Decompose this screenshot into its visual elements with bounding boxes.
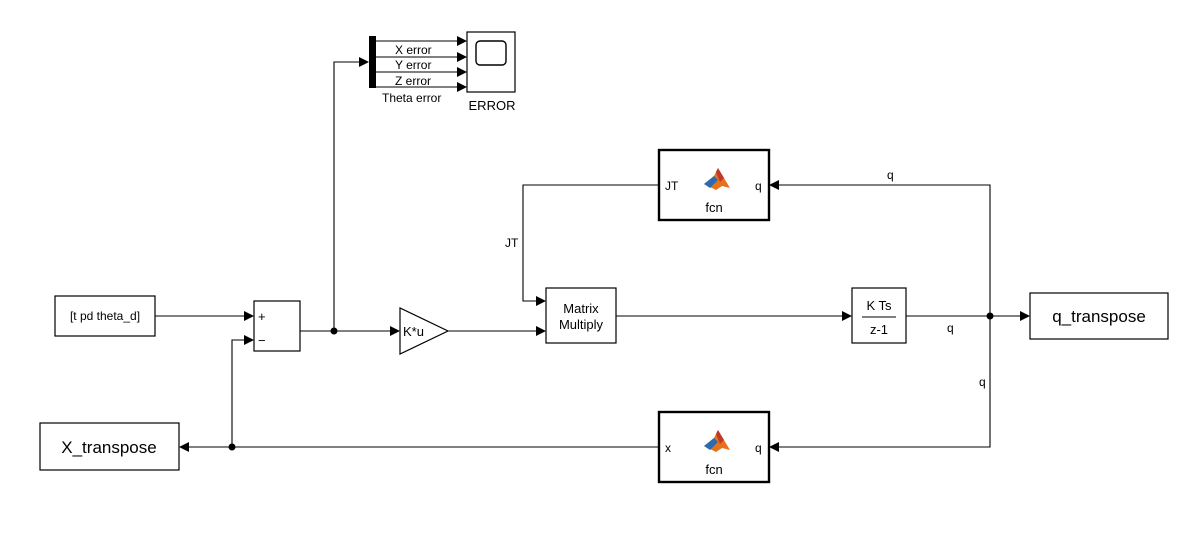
arrow-scope-4 — [457, 82, 467, 92]
arrow-sum-minus — [244, 335, 254, 345]
fcn-jt-in-port: q — [755, 179, 762, 193]
integrator-numerator: K Ts — [866, 298, 892, 313]
arrow-scope-3 — [457, 67, 467, 77]
arrow-fcn-jt-in — [769, 180, 779, 190]
sum-block[interactable]: + − — [253, 300, 301, 352]
fcn-x-block[interactable]: fcn x q — [657, 410, 771, 484]
matrix-multiply-block[interactable]: Matrix Multiply — [545, 287, 617, 344]
arrow-mm-in2 — [536, 326, 546, 336]
sum-minus-sign: − — [258, 333, 266, 348]
arrow-integrator-in — [842, 311, 852, 321]
fcn-jt-block[interactable]: fcn JT q — [657, 148, 771, 222]
x-transpose-label: X_transpose — [61, 438, 156, 457]
integrator-denominator: z-1 — [870, 322, 888, 337]
matlab-logo-icon — [704, 168, 730, 190]
q-transpose-label: q_transpose — [1052, 307, 1146, 326]
arrow-mm-in1 — [536, 296, 546, 306]
wire-q-to-fcn-jt — [777, 184, 991, 316]
q-transpose-block[interactable]: q_transpose — [1029, 292, 1169, 340]
sum-plus-sign: + — [258, 309, 266, 324]
scope-screen-icon — [475, 40, 507, 66]
arrow-fcn-x-in — [769, 442, 779, 452]
x-transpose-block[interactable]: X_transpose — [39, 422, 180, 471]
matrix-multiply-line2: Multiply — [559, 317, 604, 332]
arrow-gain-in — [390, 326, 400, 336]
signal-label-q-mid: q — [947, 321, 954, 335]
fcn-x-name: fcn — [705, 462, 722, 477]
discrete-integrator-block[interactable]: K Ts z-1 — [851, 287, 907, 344]
gain-block[interactable]: K*u — [399, 307, 450, 355]
mux-signal-1: X error — [395, 43, 432, 57]
wire-error-to-mux — [333, 61, 361, 331]
signal-label-q-top: q — [887, 168, 894, 182]
arrow-xt-in — [179, 442, 189, 452]
arrow-scope-2 — [457, 52, 467, 62]
arrow-scope-1 — [457, 36, 467, 46]
signal-label-q-right: q — [979, 375, 986, 389]
arrow-sum-plus — [244, 311, 254, 321]
matlab-logo-icon — [704, 430, 730, 452]
wire-jt-to-mm — [522, 184, 659, 302]
arrow-qt-in — [1020, 311, 1030, 321]
mux-block[interactable] — [369, 36, 376, 88]
scope-label: ERROR — [469, 98, 516, 113]
fcn-x-out-port: x — [665, 441, 671, 455]
fcn-x-in-port: q — [755, 441, 762, 455]
mux-signal-4: Theta error — [382, 91, 441, 105]
signal-label-jt: JT — [505, 236, 519, 250]
fcn-jt-name: fcn — [705, 200, 722, 215]
wire-x-to-sum — [231, 339, 246, 447]
wire-q-to-fcn-x — [777, 316, 991, 448]
gain-label: K*u — [403, 324, 424, 339]
scope-block[interactable]: ERROR — [466, 31, 516, 113]
mux-signal-3: Z error — [395, 74, 431, 88]
arrow-mux-in — [359, 57, 369, 67]
fcn-jt-out-port: JT — [665, 179, 679, 193]
constant-label: [t pd theta_d] — [70, 309, 140, 323]
matrix-multiply-line1: Matrix — [563, 301, 599, 316]
constant-block[interactable]: [t pd theta_d] — [54, 295, 156, 337]
mux-signal-2: Y error — [395, 58, 431, 72]
